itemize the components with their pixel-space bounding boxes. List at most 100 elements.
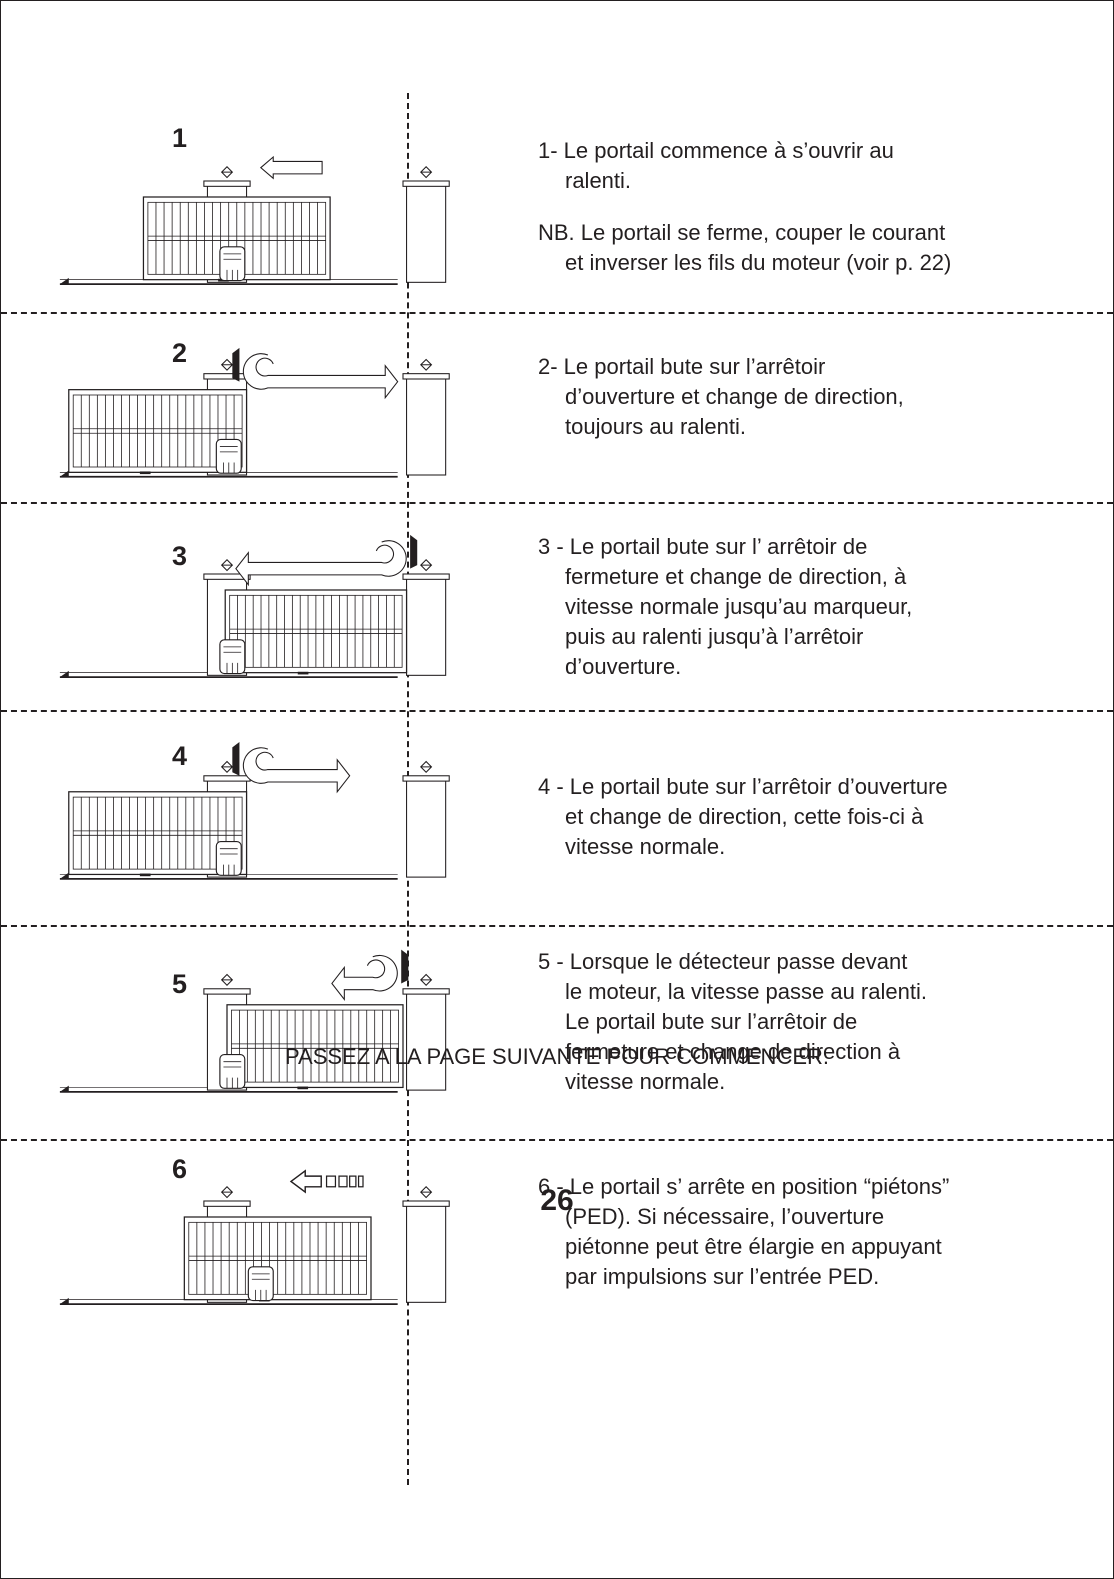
gate-bars	[239, 1010, 391, 1083]
section-divider	[1, 925, 1113, 927]
text-line: ralenti.	[565, 168, 632, 193]
stopper-icon	[232, 742, 240, 776]
sliding-gate	[224, 589, 408, 675]
post-cap	[402, 775, 450, 782]
step-1-description: 1- Le portail commence à s’ouvrir au ral…	[538, 136, 951, 278]
post-cap	[203, 180, 251, 187]
text-line: 4 - Le portail bute sur l’arrêtoir d’ouv…	[538, 774, 948, 799]
text-line: piétonne peut être élargie en appuyant	[565, 1234, 942, 1259]
gate-post	[402, 358, 450, 476]
lamp-icon	[420, 973, 433, 986]
step-1-gate-drawing	[59, 155, 450, 285]
stopper-icon	[410, 534, 418, 569]
sliding-gate	[183, 1216, 372, 1302]
next-page-instruction: PASSEZ A LA PAGE SUIVANTE POUR COMMENCER…	[284, 1044, 830, 1069]
rail-end-stop	[59, 1297, 69, 1305]
step-2-gate-drawing	[59, 347, 450, 478]
text-line: 1- Le portail commence à s’ouvrir au	[538, 138, 894, 163]
reverse-arrow-path	[242, 353, 399, 400]
step-5-gate-drawing	[59, 949, 450, 1093]
gate-post	[402, 166, 450, 283]
post-cap	[203, 573, 251, 580]
rail-end-stop	[59, 872, 69, 879]
step-number: 2	[172, 338, 188, 368]
post-cap	[402, 1200, 450, 1207]
stopper-icon	[232, 347, 240, 382]
gate-bars	[196, 1222, 359, 1295]
step-number: 6	[172, 1154, 188, 1184]
gate-rail	[73, 830, 243, 836]
text-line: 2- Le portail bute sur l’arrêtoir	[538, 354, 826, 379]
motor-grille	[223, 1061, 242, 1089]
reverse-arrow	[232, 347, 399, 400]
reverse-arrow-path	[331, 954, 398, 1001]
post-body	[406, 376, 447, 476]
section-divider	[1, 710, 1113, 712]
post-body	[406, 184, 447, 283]
text-line: 5 - Lorsque le détecteur passe devant	[538, 949, 908, 974]
gate-motor	[215, 840, 242, 876]
lamp-icon	[220, 760, 234, 773]
step-4-gate-drawing	[59, 742, 450, 880]
position-marker	[139, 471, 151, 475]
step-3-gate-drawing	[59, 534, 450, 678]
lamp-icon	[220, 559, 234, 572]
motor-grille	[219, 848, 238, 876]
section-divider	[1, 502, 1113, 504]
gate-bars	[237, 595, 395, 668]
gate-post	[402, 973, 450, 1091]
step-3-description: 3 - Le portail bute sur l’ arrêtoir de f…	[538, 532, 912, 682]
text-line: toujours au ralenti.	[565, 414, 746, 439]
step-number: 5	[172, 969, 188, 999]
post-cap	[402, 988, 450, 995]
text-line: le moteur, la vitesse passe au ralenti.	[565, 979, 927, 1004]
gate-bars	[155, 202, 318, 275]
motor-grille	[223, 646, 242, 674]
section-divider	[1, 312, 1113, 314]
motor-grille	[251, 1273, 270, 1301]
post-cap	[402, 373, 450, 380]
page-number: 26	[540, 1184, 574, 1217]
post-body	[406, 577, 447, 676]
step-number: 1	[172, 123, 188, 153]
text-line: d’ouverture et change de direction,	[565, 384, 904, 409]
arrow-segment	[349, 1175, 357, 1188]
reverse-arrow	[331, 949, 409, 1001]
gate-bars	[80, 797, 235, 870]
step-number: 4	[172, 741, 188, 771]
step-4-description: 4 - Le portail bute sur l’arrêtoir d’ouv…	[538, 772, 948, 862]
post-cap	[203, 775, 251, 782]
text-line: vitesse normale jusqu’au marqueur,	[565, 594, 913, 619]
text-line: vitesse normale.	[565, 834, 726, 859]
rail-end-stop	[59, 277, 69, 285]
motor-grille	[223, 253, 242, 281]
step-6-description: 6 - Le portail s’ arrête en position “pi…	[538, 1172, 949, 1292]
post-cap	[203, 1200, 251, 1207]
text-line: puis au ralenti jusqu’à l’arrêtoir	[565, 624, 864, 649]
stopper-icon	[401, 949, 409, 984]
reverse-arrow-path	[242, 747, 351, 794]
gate-post	[402, 760, 450, 878]
rail-end-stop	[59, 670, 69, 678]
step-6-gate-drawing	[59, 1169, 450, 1305]
gate-motor	[219, 639, 246, 675]
direction-arrow	[259, 155, 323, 180]
text-line: 3 - Le portail bute sur l’ arrêtoir de	[538, 534, 868, 559]
post-cap	[203, 988, 251, 995]
rail-end-stop	[59, 470, 69, 477]
text-line: vitesse normale.	[565, 1069, 726, 1094]
lamp-icon	[220, 166, 234, 179]
text-line: par impulsions sur l’entrée PED.	[565, 1264, 880, 1289]
gate-rail	[231, 1043, 399, 1049]
text-line: NB. Le portail se ferme, couper le coura…	[538, 220, 946, 245]
lamp-icon	[420, 358, 433, 371]
position-marker	[139, 873, 151, 877]
gate-post	[402, 559, 450, 676]
post-cap	[402, 573, 450, 580]
text-line: et inverser les fils du moteur (voir p. …	[565, 250, 952, 275]
lamp-icon	[420, 559, 433, 572]
post-body	[406, 778, 447, 878]
rail-end-stop	[59, 1085, 69, 1092]
lamp-icon	[220, 358, 234, 371]
